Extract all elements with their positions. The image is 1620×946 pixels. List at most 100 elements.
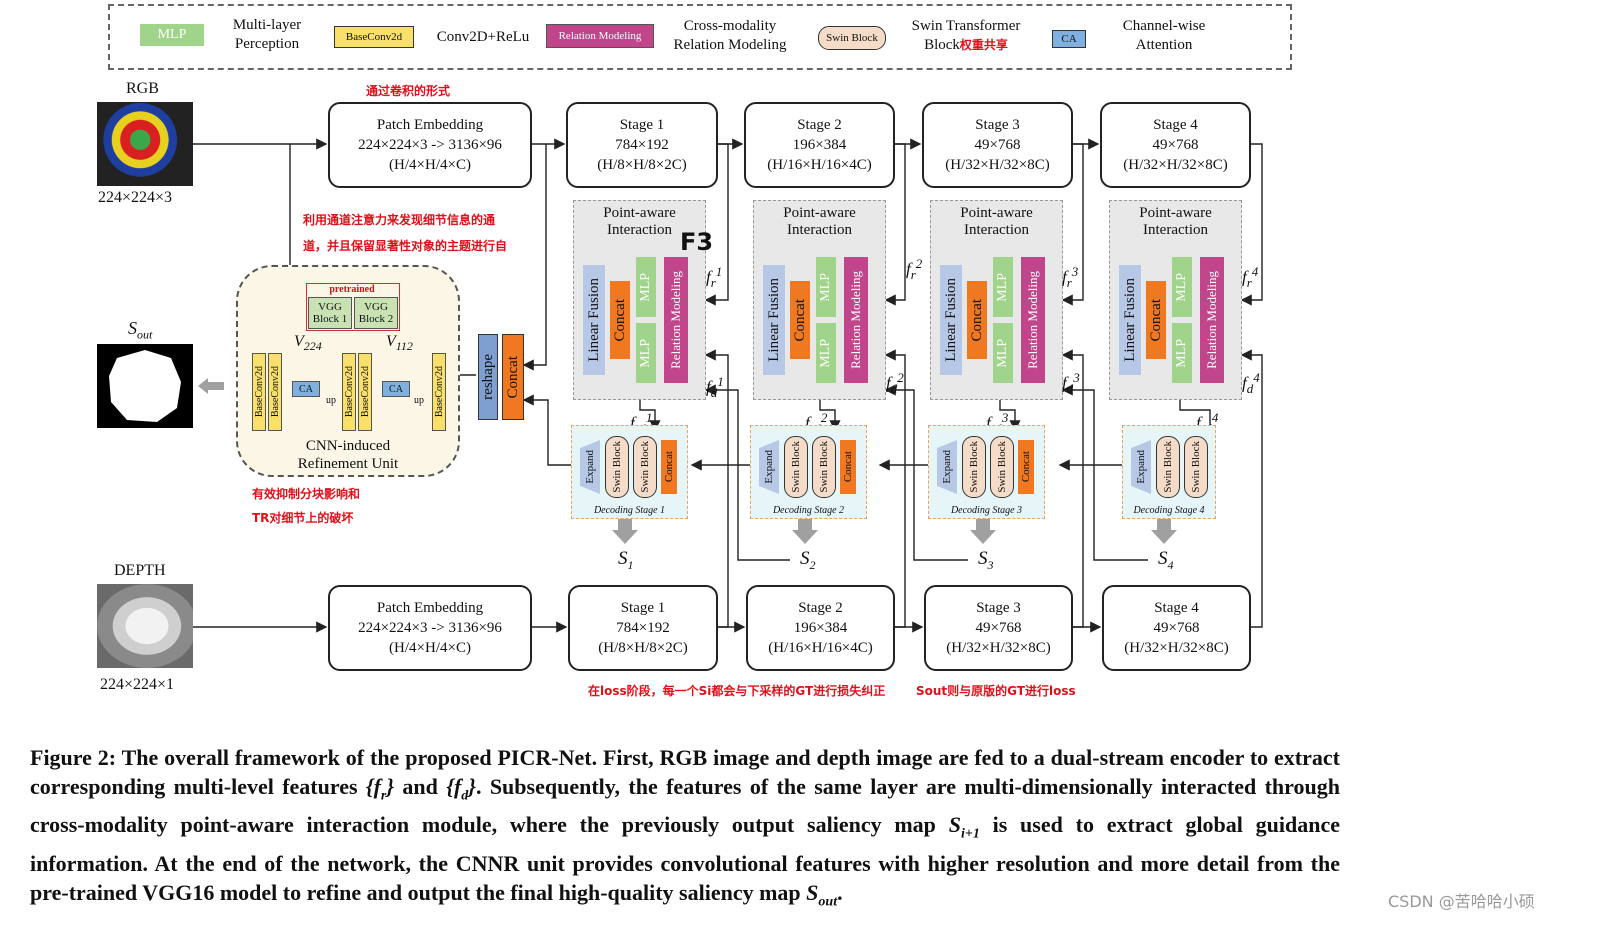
dec-4-expand-label: Expand — [1135, 450, 1147, 484]
dec-1-swin-b-label: Swin Block — [639, 441, 651, 493]
pai-1-linear-fusion: Linear Fusion — [583, 265, 605, 375]
rgb-stage-1-shape: (H/8×H/8×2C) — [597, 157, 687, 173]
cnnr-up-1: up — [326, 395, 336, 406]
dec-3-swin-a: Swin Block — [962, 436, 986, 498]
rgb-stage-4-title: Stage 4 — [1153, 117, 1198, 133]
cnnr-baseconv-3: BaseConv2d — [342, 353, 356, 431]
dec-4-swin-a: Swin Block — [1156, 436, 1180, 498]
caption-fd-open: {f — [446, 774, 462, 799]
decoding-stage-3: Expand Swin Block Swin Block Concat Deco… — [928, 425, 1045, 519]
frd-4-base: f — [1196, 413, 1201, 433]
rgb-image — [97, 102, 193, 186]
caption-lead: Figure 2: The overall framework of the p… — [30, 745, 1340, 799]
pai-4-linear-fusion: Linear Fusion — [1119, 265, 1141, 375]
dec-1-swin-a-label: Swin Block — [611, 441, 623, 493]
cnnr-baseconv-4: BaseConv2d — [358, 353, 372, 431]
pai-4-mlp-bottom-label: MLP — [1174, 338, 1189, 368]
rgb-patch-embedding: Patch Embedding 224×224×3 -> 3136×96 (H/… — [328, 102, 532, 188]
depth-stage-2-shape: (H/16×H/16×4C) — [768, 640, 873, 656]
fd-1-sup: 1 — [717, 374, 724, 389]
rgb-stage-4-shape: (H/32×H/32×8C) — [1123, 157, 1228, 173]
pai-2-linear-fusion-label: Linear Fusion — [765, 278, 782, 362]
dec-2-concat-label: Concat — [842, 451, 854, 483]
s-label-3: S3 — [978, 548, 994, 573]
s-3-base: S — [978, 548, 988, 569]
fd-label-4: fd4 — [1242, 370, 1260, 397]
dec-3-expand-label: Expand — [941, 450, 953, 484]
note-suppress-line2: TR对细节上的破坏 — [252, 511, 354, 525]
fr-4-sub: r — [1246, 275, 1252, 291]
depth-patch-line3: (H/4×H/4×C) — [389, 640, 471, 656]
depth-stage-3: Stage 3 49×768 (H/32×H/32×8C) — [924, 585, 1073, 671]
depth-stage-4-title: Stage 4 — [1154, 600, 1199, 616]
rgb-stage-2-dims: 196×384 — [792, 137, 847, 153]
cnnr-pretrained-frame — [306, 283, 400, 331]
pai-1-title-line1: Point-aware — [603, 205, 676, 221]
pai-3-mlp-bottom: MLP — [993, 323, 1013, 383]
depth-stage-4-dims: 49×768 — [1153, 620, 1200, 636]
s-label-2: S2 — [800, 548, 816, 573]
rgb-label: RGB — [126, 80, 159, 97]
caption-and: and — [402, 774, 438, 799]
rgb-patch-title: Patch Embedding — [376, 117, 484, 133]
legend-swin-desc: Swin Transformer Block权重共享 — [896, 17, 1036, 55]
dec-4-swin-b: Swin Block — [1184, 436, 1208, 498]
s-1-base: S — [618, 548, 628, 569]
pai-1-title-line2: Interaction — [607, 222, 672, 238]
dec-1-swin-a: Swin Block — [605, 436, 629, 498]
fd-label-1: fd1 — [706, 374, 724, 401]
dec-3-swin-a-label: Swin Block — [968, 441, 980, 493]
legend-baseconv-chip: BaseConv2d — [334, 26, 414, 48]
dec-2-expand: Expand — [759, 440, 779, 494]
legend-baseconv-desc: Conv2D+ReLu — [436, 29, 530, 45]
rgb-stage-3-dims: 49×768 — [974, 137, 1021, 153]
frd-2-base: f — [805, 413, 810, 433]
cnnr-title-line2: Refinement Unit — [297, 456, 399, 472]
pai-3-relation-label: Relation Modeling — [1025, 271, 1040, 369]
frd-4-sup: 4 — [1211, 410, 1219, 425]
rgb-patch-line2: 224×224×3 -> 3136×96 — [358, 137, 502, 153]
fr-1-sup: 1 — [715, 264, 723, 279]
cnnr-title-line1: CNN-induced — [305, 438, 391, 454]
dec-3-concat: Concat — [1018, 440, 1034, 494]
caption-fd-sub: d — [461, 788, 469, 804]
legend-relation-chip: Relation Modeling — [546, 24, 654, 48]
dec-2-swin-b: Swin Block — [812, 436, 836, 498]
decoding-stage-1: Expand Swin Block Swin Block Concat Deco… — [571, 425, 688, 519]
cnnr-vgg-block-1: VGG Block 1 — [308, 297, 352, 329]
fr-3-sub: r — [1066, 275, 1072, 291]
legend-ca-chip: CA — [1052, 30, 1086, 48]
depth-patch-embedding: Patch Embedding 224×224×3 -> 3136×96 (H/… — [328, 585, 532, 671]
caption-fr-close: } — [386, 774, 395, 799]
caption-fr-set: {fr} — [366, 774, 395, 803]
cnnr-v112-sub: 112 — [395, 339, 413, 354]
depth-stage-2: Stage 2 196×384 (H/16×H/16×4C) — [746, 585, 895, 671]
dec-2-expand-label: Expand — [763, 450, 775, 484]
pai-4-mlp-top: MLP — [1172, 257, 1192, 317]
sout-arrow-icon — [198, 378, 224, 394]
depth-stage-2-title: Stage 2 — [798, 600, 843, 616]
cnnr-v224-sub: 224 — [303, 339, 322, 354]
cnnr-title: CNN-induced Refinement Unit — [238, 437, 458, 473]
rgb-stage-2: Stage 2 196×384 (H/16×H/16×4C) — [744, 102, 895, 188]
pai-4-concat-label: Concat — [1147, 298, 1164, 342]
frd-3-base: f — [986, 413, 991, 433]
dec-1-swin-b: Swin Block — [633, 436, 657, 498]
s-2-sub: 2 — [809, 557, 816, 572]
sout-mask-shape — [109, 350, 181, 422]
caption-s-sub: i+1 — [960, 826, 980, 842]
reshape-label: reshape — [479, 354, 496, 400]
handwritten-note: F3 — [680, 228, 714, 256]
legend-mlp-desc: Multi-layer Perception — [232, 17, 302, 52]
pai-2-concat-label: Concat — [791, 298, 808, 342]
dec-2-label: Decoding Stage 2 — [772, 505, 845, 516]
dec-3-expand: Expand — [937, 440, 957, 494]
reshape-block: reshape — [478, 334, 498, 420]
caption-sout-sym: S — [806, 879, 819, 905]
rgb-stage-3: Stage 3 49×768 (H/32×H/32×8C) — [922, 102, 1073, 188]
caption-mid: . Subsequently, the features of the same… — [30, 774, 1341, 838]
cnnr-baseconv-2: BaseConv2d — [268, 353, 282, 431]
fd-label-2: fd2 — [886, 370, 904, 397]
